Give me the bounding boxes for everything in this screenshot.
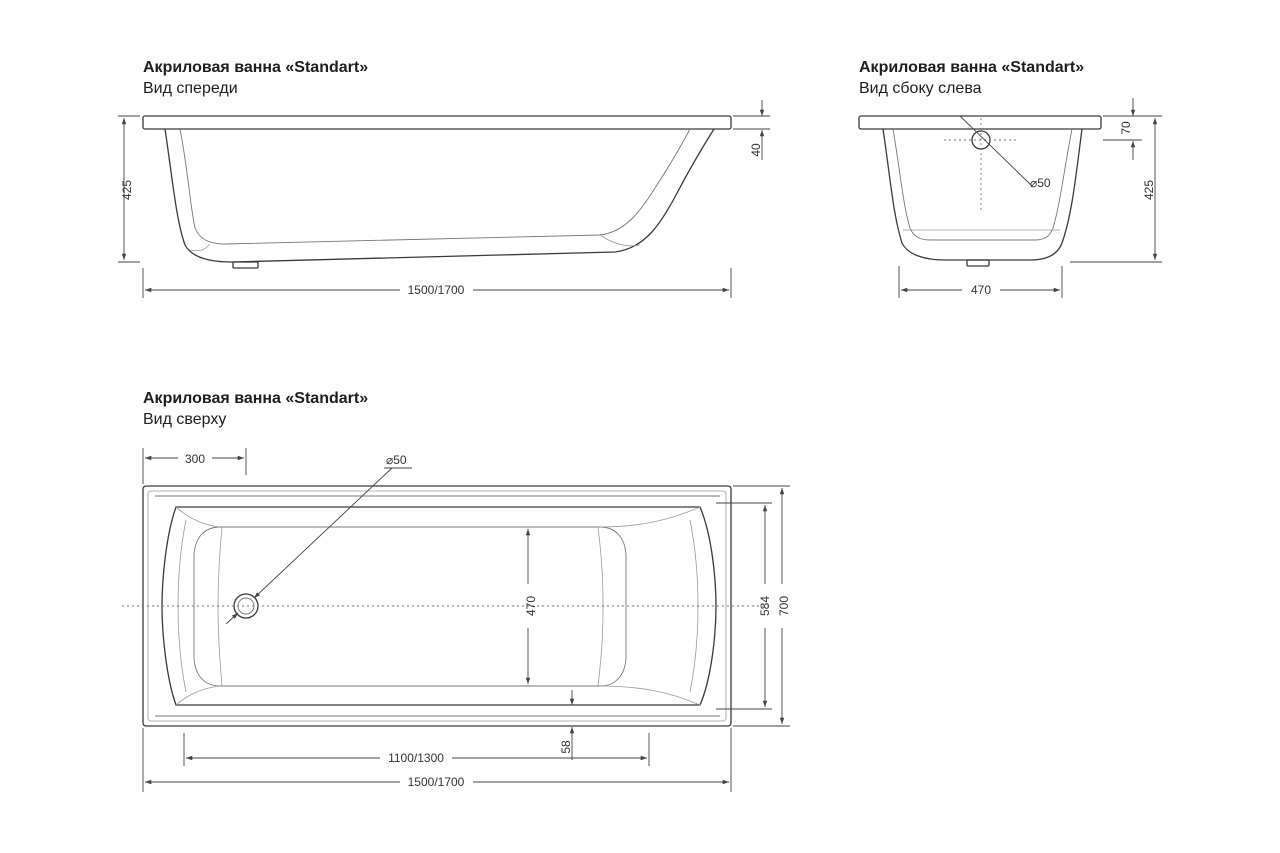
top-view-tub-outline (122, 485, 770, 727)
top-dim-bowl-width-label: 584 (758, 596, 772, 616)
top-dim-inner-length-label: 1100/1300 (388, 751, 444, 765)
side-view-tub-outline (858, 115, 1102, 267)
side-view-subtitle: Вид сбоку слева (859, 80, 982, 97)
top-dim-inner-length: 1100/1300 (183, 733, 650, 766)
side-view-title: Акриловая ванна «Standart» (859, 59, 1084, 76)
front-dim-rim-label: 40 (749, 143, 763, 157)
front-dim-rim: 40 (733, 100, 770, 160)
side-dim-drain: ⌀50 (959, 115, 1051, 190)
top-dim-total-length-label: 1500/1700 (408, 775, 465, 789)
top-dim-drain-offset: 300 (142, 448, 247, 484)
top-dim-bowl-width: 584 (716, 502, 772, 710)
side-dim-width-label: 470 (971, 283, 991, 297)
top-dim-inner-width: 470 (524, 529, 538, 684)
top-dim-inner-width-label: 470 (524, 596, 538, 616)
side-dim-rim: 70 (1103, 98, 1142, 160)
top-view: Акриловая ванна «Standart» Вид сверху (122, 390, 791, 792)
top-dim-rim-width: 58 (559, 690, 575, 760)
front-dim-length-label: 1500/1700 (408, 283, 465, 297)
top-dim-rim-width-label: 58 (559, 740, 573, 754)
side-dim-rim-label: 70 (1119, 121, 1133, 135)
front-view-title: Акриловая ванна «Standart» (143, 59, 368, 76)
top-dim-total-length: 1500/1700 (142, 728, 732, 792)
front-dim-height: 425 (118, 115, 140, 263)
top-view-title: Акриловая ванна «Standart» (143, 390, 368, 407)
top-dim-drain-offset-label: 300 (185, 452, 205, 466)
top-view-subtitle: Вид сверху (143, 411, 226, 428)
side-dim-height: 425 (1070, 115, 1162, 263)
front-dim-height-label: 425 (120, 180, 134, 200)
front-view-subtitle: Вид спереди (143, 80, 238, 97)
front-dim-length: 1500/1700 (142, 268, 732, 298)
top-dim-drain-label: ⌀50 (386, 453, 407, 467)
side-view: Акриловая ванна «Standart» Вид сбоку сле… (858, 59, 1162, 298)
top-dim-drain: ⌀50 (225, 453, 412, 625)
side-dim-height-label: 425 (1142, 180, 1156, 200)
side-dim-drain-label: ⌀50 (1030, 176, 1051, 190)
top-dim-total-width-label: 700 (777, 596, 791, 616)
top-dim-total-width: 700 (733, 485, 791, 727)
front-view-tub-outline (142, 115, 732, 269)
side-dim-width: 470 (898, 266, 1063, 298)
front-view: Акриловая ванна «Standart» Вид спереди 4… (118, 59, 770, 298)
